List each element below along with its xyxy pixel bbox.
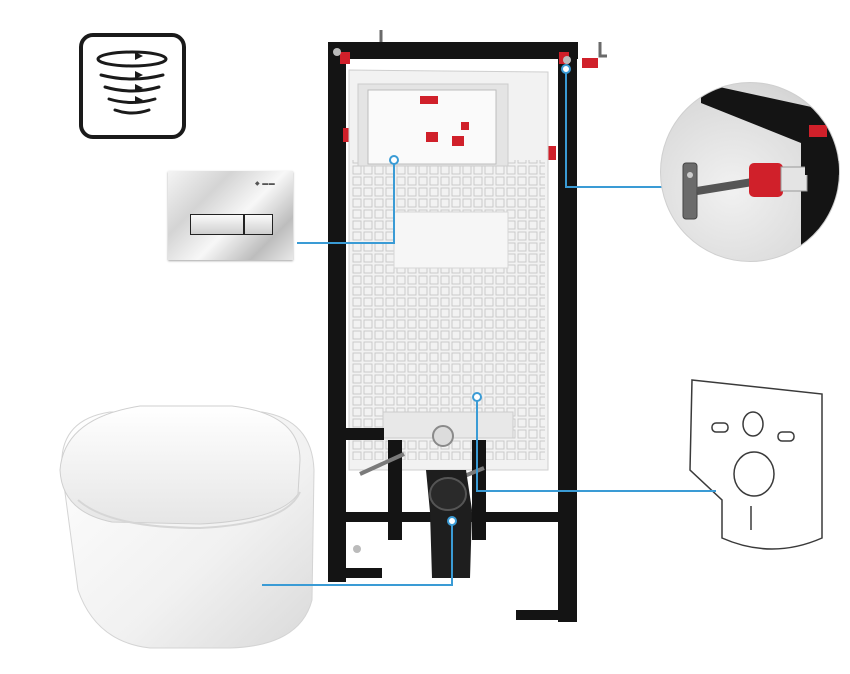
soundproof-mat xyxy=(689,379,823,550)
plate-logo: ◆ ▬▬ xyxy=(255,181,276,187)
large-flush-button xyxy=(244,214,273,235)
wall-hung-toilet xyxy=(59,405,315,649)
chrome-flush-plate: ◆ ▬▬ xyxy=(168,171,293,260)
installation-frame xyxy=(328,30,607,622)
callout-dots xyxy=(389,64,571,526)
small-flush-button xyxy=(190,214,244,235)
rotating-flush-icon xyxy=(79,33,186,139)
callout-lines xyxy=(262,72,716,586)
bracket-zoom-detail xyxy=(660,82,840,262)
